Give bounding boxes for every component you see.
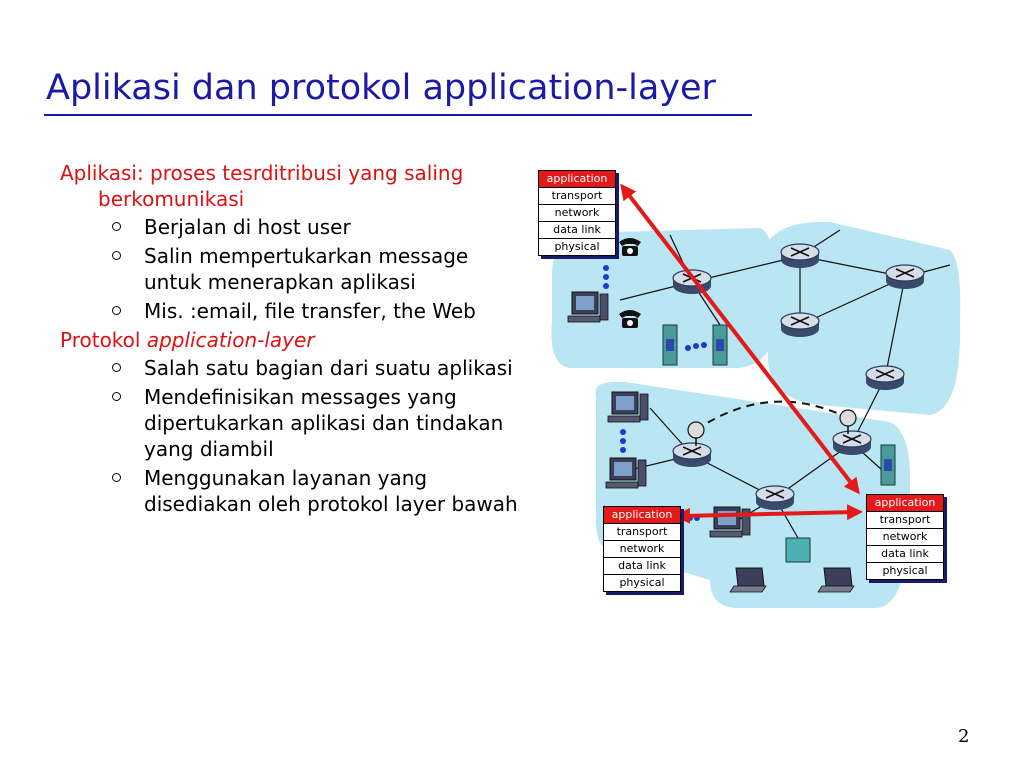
circle-bullet-icon [112, 222, 121, 231]
bullet-text: Salin mempertukarkan message untuk mener… [144, 244, 469, 294]
stack-layer-data-link: data link [867, 545, 943, 562]
protocol-stack: application transport network data link … [538, 170, 616, 256]
circle-bullet-icon [112, 473, 121, 482]
telephone-icon [619, 238, 641, 256]
stack-layer-transport: transport [539, 187, 615, 204]
item2-heading: Protokol application-layer [60, 327, 520, 353]
protocol-stack: application transport network data link … [603, 506, 681, 592]
desktop-computer-icon [605, 457, 647, 489]
bullet-item: Berjalan di host user [60, 214, 520, 240]
bullet-item: Mendefinisikan messages yang dipertukark… [60, 384, 520, 462]
slide-title: Aplikasi dan protokol application-layer [46, 68, 716, 108]
router-icon [885, 264, 925, 290]
bullet-text: Mendefinisikan messages yang dipertukark… [144, 385, 504, 461]
server-icon [712, 324, 728, 366]
stack-layer-physical: physical [604, 574, 680, 591]
router-icon [780, 243, 820, 269]
server-icon [662, 324, 678, 366]
circle-bullet-icon [112, 306, 121, 315]
ellipsis-dots-icon [620, 429, 626, 453]
circle-bullet-icon [112, 363, 121, 372]
server-icon [880, 444, 896, 486]
stack-layer-application: application [604, 507, 680, 523]
slide-body: Aplikasi: proses tesrditribusi yang sali… [60, 160, 520, 520]
stack-layer-transport: transport [867, 511, 943, 528]
stack-layer-physical: physical [539, 238, 615, 255]
app-communication-arrow [620, 183, 860, 495]
circle-bullet-icon [112, 392, 121, 401]
bullet-text: Salah satu bagian dari suatu aplikasi [144, 356, 513, 380]
page-number: 2 [958, 726, 970, 747]
stack-layer-physical: physical [867, 562, 943, 579]
item1-heading: Aplikasi: proses tesrditribusi yang sali… [60, 161, 464, 211]
desktop-computer-icon [607, 391, 649, 423]
router-icon [865, 365, 905, 391]
bullet-item: Menggunakan layanan yang disediakan oleh… [60, 465, 520, 517]
desktop-computer-icon [709, 506, 751, 538]
router-icon [672, 442, 712, 468]
bullet-item: Salin mempertukarkan message untuk mener… [60, 243, 520, 295]
circle-bullet-icon [112, 251, 121, 260]
stack-layer-network: network [539, 204, 615, 221]
app-communication-arrow [674, 504, 863, 524]
stack-layer-application: application [867, 495, 943, 511]
stack-layer-data-link: data link [539, 221, 615, 238]
ellipsis-dots-icon [603, 265, 609, 289]
bullet-text: Berjalan di host user [144, 215, 351, 239]
router-icon [780, 312, 820, 338]
stack-layer-data-link: data link [604, 557, 680, 574]
bullet-text: Mis. :email, file transfer, the Web [144, 299, 476, 323]
protocol-stack: application transport network data link … [866, 494, 944, 580]
stack-layer-application: application [539, 171, 615, 187]
title-underline [44, 114, 752, 116]
network-diagram: application transport network data link … [530, 160, 980, 620]
stack-layer-network: network [867, 528, 943, 545]
router-icon [832, 430, 872, 456]
bullet-item: Mis. :email, file transfer, the Web [60, 298, 520, 324]
item2-heading-prefix: Protokol [60, 328, 147, 352]
bullet-item: Salah satu bagian dari suatu aplikasi [60, 355, 520, 381]
item2-heading-italic: application-layer [146, 328, 315, 352]
bullet-text: Menggunakan layanan yang disediakan oleh… [144, 466, 518, 516]
stack-layer-network: network [604, 540, 680, 557]
telephone-icon [619, 310, 641, 328]
stack-layer-transport: transport [604, 523, 680, 540]
desktop-computer-icon [567, 291, 609, 323]
wireless-access-point-icon [785, 537, 811, 563]
router-icon [755, 485, 795, 511]
